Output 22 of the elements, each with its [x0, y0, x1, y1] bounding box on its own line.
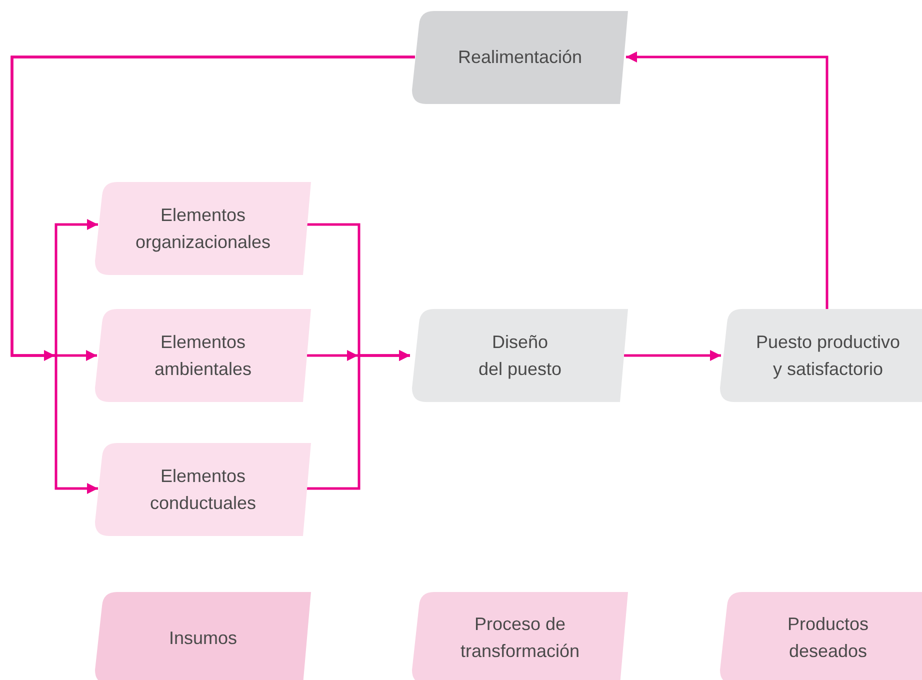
- feedback-box: [412, 11, 628, 104]
- stage-box: [720, 592, 922, 680]
- process-box: [95, 443, 311, 536]
- arrow: [624, 350, 721, 361]
- arrow: [626, 52, 828, 309]
- node-label: Elementos conductuales: [148, 464, 258, 514]
- node-label: Diseño del puesto: [477, 330, 563, 381]
- node-label: Elementos organizacionales: [134, 204, 272, 254]
- arrow: [307, 350, 410, 490]
- process-box: [95, 309, 311, 402]
- node-label: Elementos ambientales: [153, 330, 253, 380]
- stage-box: [412, 592, 628, 680]
- arrow: [10, 56, 415, 494]
- node-label: Productos deseados: [786, 613, 870, 663]
- node-label: Realimentación: [458, 46, 582, 69]
- process-box: [95, 182, 311, 275]
- node-label: Puesto productivo y satisfactorio: [754, 330, 902, 381]
- process-box: [720, 309, 922, 402]
- process-box: [412, 309, 628, 402]
- stage-box: [95, 592, 311, 680]
- node-label: Proceso de transformación: [459, 613, 581, 663]
- node-label: Insumos: [168, 626, 238, 650]
